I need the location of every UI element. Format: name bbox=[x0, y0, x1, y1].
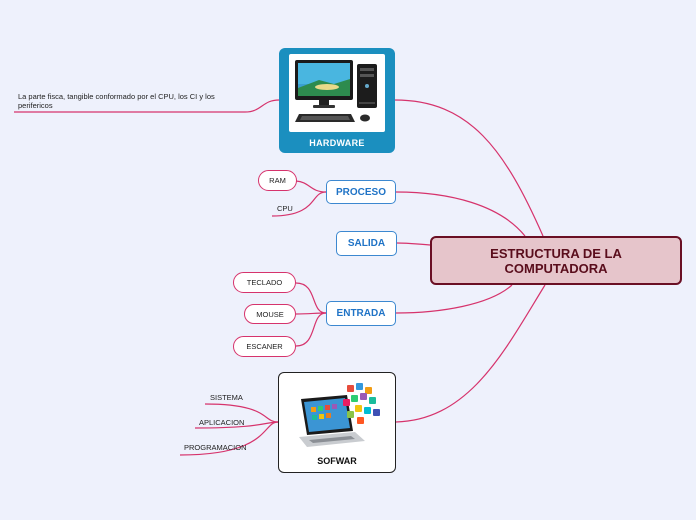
programacion-node[interactable]: PROGRAMACION bbox=[184, 443, 247, 452]
hardware-description[interactable]: La parte fisca, tangible conformado por … bbox=[18, 92, 215, 110]
link-entrada-teclado bbox=[295, 282, 327, 314]
sistema-node[interactable]: SISTEMA bbox=[210, 393, 243, 402]
sofwar-label: SOFWAR bbox=[317, 456, 357, 466]
hardware-node[interactable]: HARDWARE bbox=[279, 48, 395, 153]
salida-node[interactable]: SALIDA bbox=[336, 231, 397, 256]
link-central-salida bbox=[396, 242, 431, 246]
link-proceso-cpu bbox=[271, 191, 327, 217]
entrada-label: ENTRADA bbox=[336, 308, 386, 319]
link-central-hardware bbox=[394, 99, 544, 237]
laptop-apps-illustration bbox=[289, 377, 387, 455]
mouse bbox=[360, 114, 370, 122]
sofwar-node[interactable]: SOFWAR bbox=[278, 372, 396, 473]
link-sofwar-sistema bbox=[204, 403, 279, 423]
computer-illustration bbox=[289, 54, 385, 132]
app-icons bbox=[311, 383, 380, 424]
proceso-node[interactable]: PROCESO bbox=[326, 180, 396, 204]
ram-label: RAM bbox=[269, 176, 286, 185]
mouse-label: MOUSE bbox=[256, 309, 284, 319]
link-central-sofwar bbox=[395, 284, 546, 423]
escaner-node[interactable]: ESCANER bbox=[233, 336, 296, 357]
link-proceso-ram bbox=[295, 180, 327, 193]
cpu-node[interactable]: CPU bbox=[277, 204, 293, 213]
central-topic-label: ESTRUCTURA DE LA COMPUTADORA bbox=[490, 245, 622, 276]
link-entrada-escaner bbox=[295, 312, 327, 347]
link-central-proceso bbox=[395, 191, 526, 237]
ram-node[interactable]: RAM bbox=[258, 170, 297, 191]
salida-label: SALIDA bbox=[347, 238, 386, 249]
link-hardware-note bbox=[14, 99, 280, 113]
hardware-label: HARDWARE bbox=[309, 138, 365, 148]
escaner-label: ESCANER bbox=[246, 342, 283, 351]
teclado-label: TECLADO bbox=[246, 278, 283, 287]
link-sofwar-programacion bbox=[179, 421, 279, 456]
proceso-label: PROCESO bbox=[335, 186, 386, 198]
aplicacion-node[interactable]: APLICACION bbox=[199, 418, 245, 427]
entrada-node[interactable]: ENTRADA bbox=[326, 301, 396, 326]
link-central-entrada bbox=[395, 284, 513, 314]
central-topic[interactable]: ESTRUCTURA DE LA COMPUTADORA bbox=[430, 236, 682, 285]
mouse-node[interactable]: MOUSE bbox=[244, 304, 296, 324]
teclado-node[interactable]: TECLADO bbox=[233, 272, 296, 293]
